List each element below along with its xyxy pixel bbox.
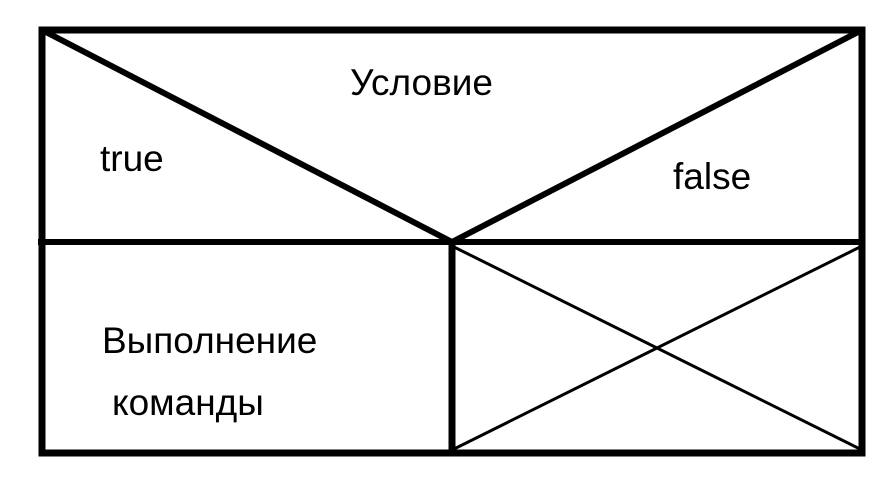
true-branch-label: true <box>100 138 164 179</box>
action-label-line-1: Выполнение <box>102 320 318 361</box>
condition-diagonal-left <box>40 27 454 245</box>
condition-label: Условие <box>350 62 494 103</box>
false-branch-label: false <box>673 156 752 197</box>
condition-diagonal-right <box>450 27 864 245</box>
empty-branch-cross-line-2 <box>451 244 863 452</box>
action-label-line-2: команды <box>112 382 264 423</box>
